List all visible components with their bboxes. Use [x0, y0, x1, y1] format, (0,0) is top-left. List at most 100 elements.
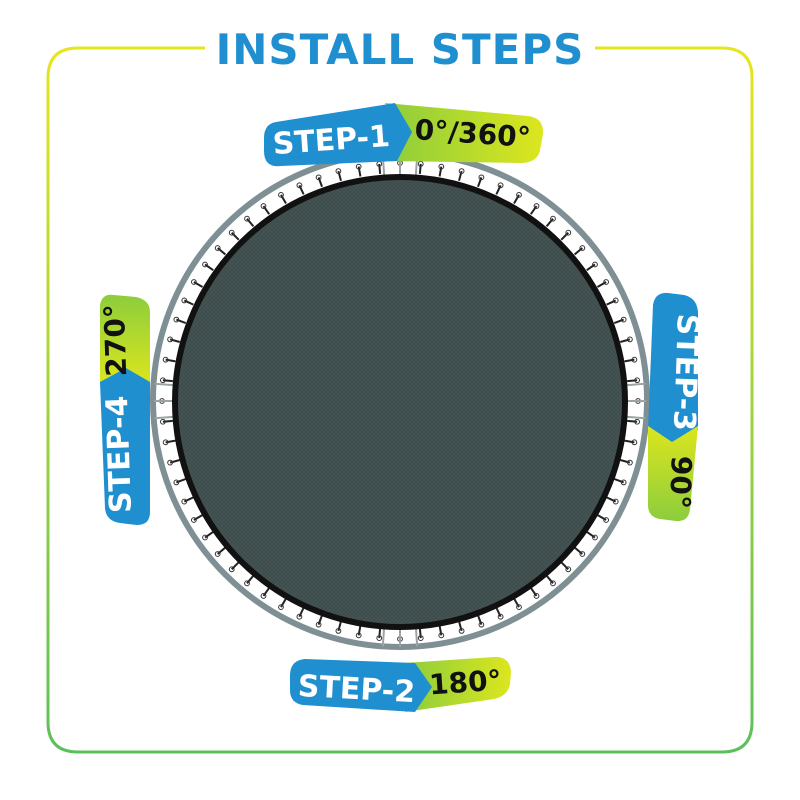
- spring-loop: [160, 377, 166, 384]
- spring-loop: [355, 632, 362, 639]
- spring-loop: [173, 479, 180, 486]
- spring-hook: [357, 625, 362, 636]
- spring-hook: [513, 194, 520, 205]
- spring-hook: [176, 478, 187, 484]
- spring-loop: [620, 479, 627, 486]
- spring-hook: [378, 163, 382, 174]
- spring-loop: [550, 580, 556, 587]
- step-4-label-bg: [100, 368, 150, 525]
- spring-loop: [181, 297, 188, 304]
- step-3-angle: 90°: [663, 455, 698, 509]
- step-4-label: STEP-4: [100, 395, 139, 514]
- title: INSTALL STEPS: [216, 25, 585, 74]
- spring-loop: [160, 418, 166, 425]
- marker-spring: [414, 626, 419, 647]
- spring-hook: [317, 614, 323, 625]
- spring-loop: [579, 245, 586, 251]
- spring-hook: [545, 575, 554, 584]
- trampoline: [150, 150, 650, 650]
- spring-hook: [231, 232, 240, 241]
- spring-loop: [626, 459, 633, 466]
- spring-hook: [529, 587, 538, 597]
- spring-hook: [169, 338, 181, 343]
- spring-hook: [193, 281, 204, 288]
- spring-hook: [613, 478, 624, 484]
- spring-loop: [167, 459, 174, 466]
- spring-loop: [260, 203, 267, 209]
- spring-loop: [162, 356, 169, 363]
- spring-hook: [193, 514, 204, 521]
- spring-hook: [560, 232, 569, 241]
- step-2-angle-bg: [405, 656, 511, 712]
- spring-loop: [533, 593, 540, 599]
- spring-loop: [167, 336, 174, 343]
- spring-loop: [438, 163, 445, 170]
- spring-hook: [169, 459, 181, 464]
- spring-hook: [183, 496, 194, 503]
- spring-hook: [596, 514, 607, 521]
- spring-hook: [231, 561, 240, 570]
- step-3-label: STEP-3: [666, 313, 705, 432]
- spring-hook: [176, 318, 187, 324]
- spring-loop: [278, 604, 284, 611]
- step-3-label-bg: [648, 292, 698, 444]
- spring-hook: [317, 177, 323, 188]
- step-1-label-bg: [264, 103, 412, 167]
- step-1-angle-bg: [385, 103, 544, 163]
- spring-hook: [298, 607, 305, 618]
- spring-hook: [574, 247, 583, 256]
- spring-loop: [202, 261, 208, 268]
- spring-hook: [606, 496, 617, 503]
- marker-spring: [154, 415, 175, 420]
- spring-hooks: [159, 160, 641, 642]
- spring-loop: [592, 534, 598, 541]
- spring-loop: [260, 593, 267, 599]
- spring-hook: [165, 358, 176, 363]
- spring-hook: [262, 587, 271, 597]
- spring-hook: [529, 205, 538, 215]
- spring-hook: [183, 299, 194, 306]
- spring-loop: [579, 551, 586, 557]
- spring-loop: [214, 245, 221, 251]
- spring-loop: [228, 566, 235, 573]
- spring-loop: [565, 229, 572, 236]
- spring-loop: [335, 168, 342, 175]
- spring-hook: [357, 166, 362, 177]
- spring-loop: [417, 635, 424, 641]
- spring-loop: [181, 498, 188, 505]
- spring-hook: [619, 459, 631, 464]
- step-1-label: STEP-1: [272, 119, 392, 162]
- spring-loop: [634, 418, 640, 425]
- spring-loop: [190, 279, 197, 285]
- spring-hook: [545, 218, 554, 227]
- spring-hook: [418, 628, 422, 639]
- marker-spring: [625, 382, 646, 387]
- spring-loop: [244, 215, 250, 222]
- spring-loop: [631, 356, 638, 363]
- spring-loop: [458, 627, 465, 634]
- spring-hook: [513, 597, 520, 608]
- step-1-angle: 0°/360°: [414, 113, 532, 154]
- spring-loop: [516, 191, 522, 198]
- spring-hook: [165, 439, 176, 444]
- step-4-angle-bg: [100, 294, 150, 384]
- spring-loop: [173, 316, 180, 323]
- spring-loop: [631, 439, 638, 446]
- spring-loop: [478, 621, 485, 628]
- spring-loop: [296, 613, 303, 620]
- spring-loop: [592, 261, 598, 268]
- spring-hook: [418, 163, 422, 174]
- spring-loop: [162, 439, 169, 446]
- spring-hook: [596, 281, 607, 288]
- spring-loop: [315, 174, 322, 181]
- spring-loop: [296, 182, 303, 189]
- spring-loop: [612, 297, 619, 304]
- spring-loop: [612, 498, 619, 505]
- spring-hook: [560, 561, 569, 570]
- step-2-badge: STEP-2 180°: [290, 656, 511, 712]
- spring-hook: [298, 184, 305, 195]
- spring-loop: [497, 182, 504, 189]
- spring-hook: [246, 218, 255, 227]
- spring-hook: [606, 299, 617, 306]
